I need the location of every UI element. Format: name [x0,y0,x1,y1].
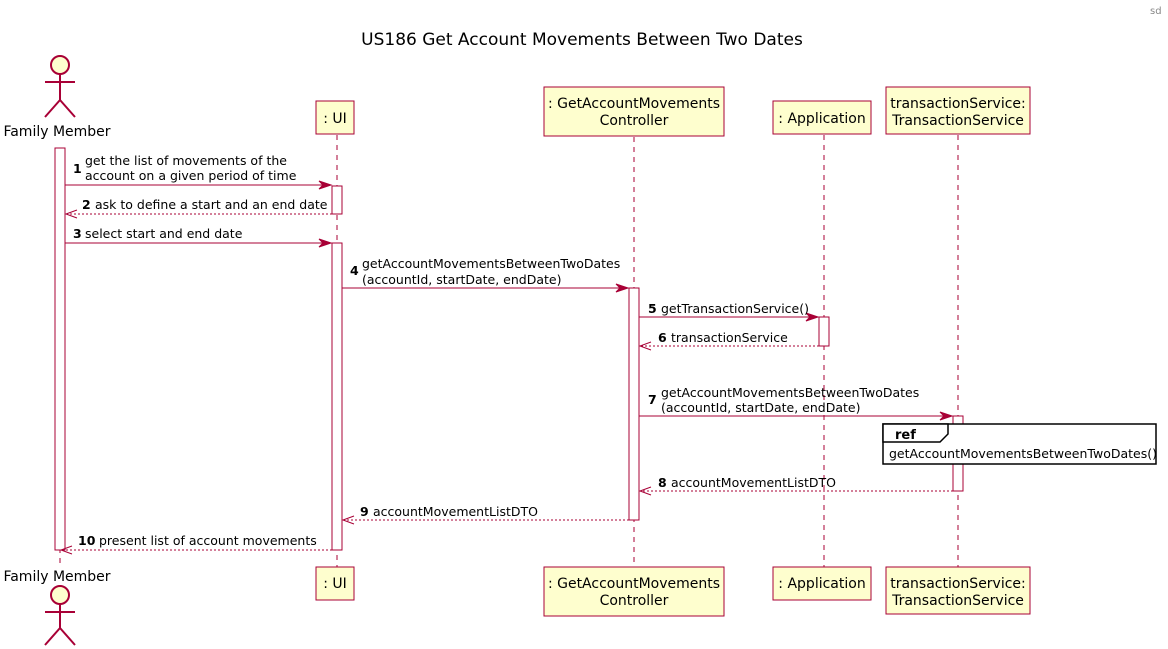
message-1: 1 get the list of movements of the accou… [65,153,333,190]
message-label: present list of account movements [99,533,317,548]
message-number: 1 [73,161,82,176]
participant-label-application: : Application [778,576,865,592]
participant-application-top: : Application [772,100,872,135]
message-number: 9 [360,504,369,519]
ref-label: ref [895,428,916,443]
message-5: 5 getTransactionService() [639,301,820,322]
actor-family-member-top: Family Member [3,55,111,140]
ref-text: getAccountMovementsBetweenTwoDates() [889,446,1157,461]
activation-controller [628,287,640,521]
activation-ui-1 [331,185,343,215]
participant-controller-bottom: : GetAccountMovements Controller [543,566,725,617]
message-2: 2 ask to define a start and an end date [64,197,332,219]
message-label: accountMovementListDTO [671,475,836,490]
message-label: transactionService [671,330,788,345]
ref-fragment: ref getAccountMovementsBetweenTwoDates() [882,423,1157,465]
message-8: 8 accountMovementListDTO [638,475,953,496]
message-label-line2: (accountId, startDate, endDate) [661,400,860,415]
diagram-title: US186 Get Account Movements Between Two … [361,30,803,50]
message-7: 7 getAccountMovementsBetweenTwoDates (ac… [639,385,954,421]
participant-label-ui: : UI [323,576,347,592]
participant-label-application: : Application [778,111,865,127]
message-number: 7 [648,392,657,407]
message-4: 4 getAccountMovementsBetweenTwoDates (ac… [342,256,630,293]
participant-label-family-member: Family Member [3,569,110,585]
participant-label-transaction-service-line2: TransactionService [891,593,1024,609]
participant-label-transaction-service-line1: transactionService: [890,576,1026,592]
message-label: select start and end date [85,226,243,241]
activation-application [818,316,830,347]
actor-family-member-bottom: Family Member [3,569,111,646]
message-number: 8 [658,475,667,490]
participant-label-controller-line2: Controller [600,593,669,609]
participant-label-ui: : UI [323,111,347,127]
participant-label-transaction-service-line2: TransactionService [891,113,1024,129]
corner-label: sd [1150,6,1162,17]
participant-label-transaction-service-line1: transactionService: [890,96,1026,112]
message-number: 5 [648,301,657,316]
message-number: 2 [82,197,91,212]
message-label-line1: getAccountMovementsBetweenTwoDates [661,385,919,400]
message-label-line2: account on a given period of time [85,168,297,183]
message-label: ask to define a start and an end date [95,197,328,212]
participant-ui-top: : UI [315,100,355,135]
participant-transaction-service-bottom: transactionService: TransactionService [885,566,1031,615]
participant-label-controller-line2: Controller [600,113,669,129]
message-number: 3 [73,226,82,241]
participant-ui-bottom: : UI [315,566,355,601]
activation-family-member [54,147,66,551]
participant-controller-top: : GetAccountMovements Controller [543,86,725,137]
participant-label-controller-line1: : GetAccountMovements [548,576,720,592]
participant-application-bottom: : Application [772,566,872,601]
message-6: 6 transactionService [638,330,819,351]
message-number: 10 [78,533,96,548]
message-label-line1: get the list of movements of the [85,153,287,168]
message-label: accountMovementListDTO [373,504,538,519]
actor-body-icon [44,74,76,118]
participant-label-controller-line1: : GetAccountMovements [548,96,720,112]
message-10: 10 present list of account movements [59,533,332,555]
message-3: 3 select start and end date [65,226,333,248]
participant-label-family-member: Family Member [3,124,110,140]
actor-head-icon [50,585,70,605]
message-label-line2: (accountId, startDate, endDate) [362,272,561,287]
message-number: 6 [658,330,667,345]
message-label: getTransactionService() [661,301,809,316]
message-9: 9 accountMovementListDTO [341,504,629,525]
actor-body-icon [44,604,76,646]
message-number: 4 [350,263,359,278]
participant-transaction-service-top: transactionService: TransactionService [885,86,1031,135]
actor-head-icon [50,55,70,75]
message-label-line1: getAccountMovementsBetweenTwoDates [362,256,620,271]
activation-ui-2 [331,242,343,551]
